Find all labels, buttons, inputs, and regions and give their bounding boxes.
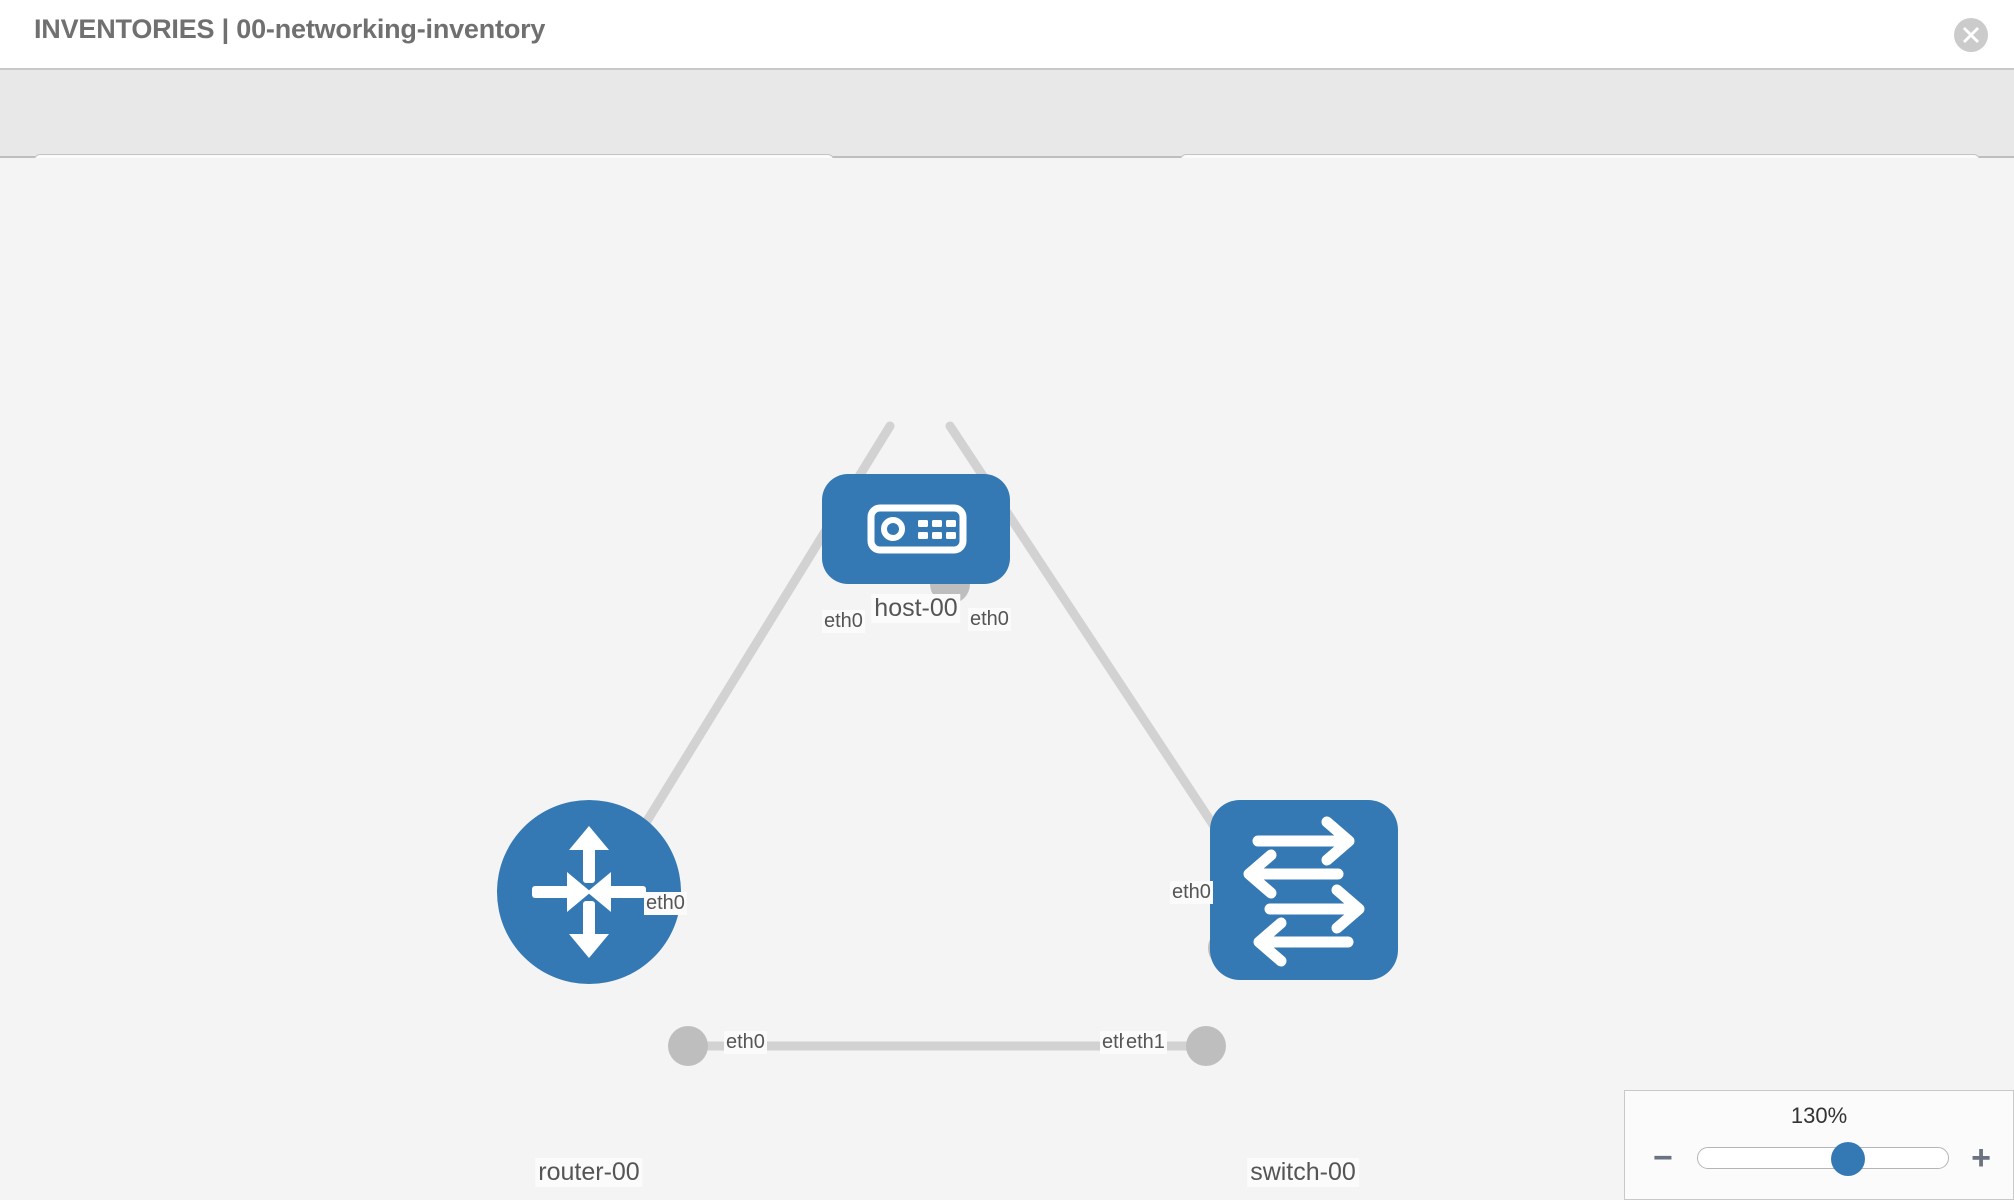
zoom-level-value: 130%: [1790, 1103, 1848, 1128]
topology-links: [610, 421, 1240, 1051]
zoom-slider[interactable]: [1697, 1142, 1949, 1176]
zoom-slider-thumb[interactable]: [1831, 1142, 1865, 1176]
close-icon[interactable]: [1954, 18, 1988, 52]
node-switch-00[interactable]: [1210, 800, 1398, 980]
iface-label-router00-eth0: eth0: [724, 1031, 767, 1054]
iface-label-host00-right: eth0: [968, 608, 1011, 631]
page-header: INVENTORIES | 00-networking-inventory: [0, 0, 2014, 68]
switch-icon: [1243, 816, 1365, 967]
iface-label-switch00-eth1: eth1: [1124, 1031, 1167, 1054]
iface-label-switch00-up: eth0: [1170, 881, 1213, 904]
zoom-in-button[interactable]: +: [1971, 1139, 1991, 1177]
topology-canvas[interactable]: host-00: [0, 158, 2014, 1200]
connector-router00-eth0: [668, 1026, 708, 1066]
node-label-router-00: router-00: [535, 1158, 643, 1187]
iface-label-host00-left: eth0: [822, 610, 865, 633]
iface-label-router00-up: eth0: [644, 892, 687, 915]
page-title: INVENTORIES | 00-networking-inventory: [34, 14, 546, 44]
toolbar: ACTIONS SEARCH: [0, 68, 2014, 206]
server-icon: [867, 504, 967, 554]
connector-switch00-eth1: [1186, 1026, 1226, 1066]
node-label-host-00: host-00: [871, 594, 961, 623]
router-icon: [532, 826, 646, 958]
node-label-switch-00: switch-00: [1247, 1158, 1359, 1187]
zoom-control-panel: 130% − +: [1624, 1090, 2014, 1200]
iface-label-switch00-eth: eth: [1100, 1031, 1132, 1054]
node-host-00[interactable]: [822, 474, 1010, 584]
network-topology-graph: host-00: [0, 158, 2014, 1200]
zoom-out-button[interactable]: −: [1653, 1139, 1673, 1177]
